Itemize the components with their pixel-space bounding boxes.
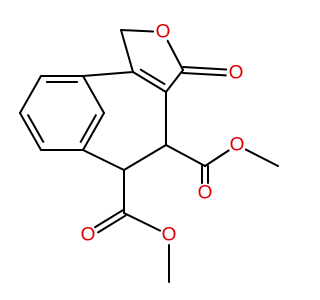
double-bond-inner — [27, 114, 45, 143]
single-bond — [204, 149, 230, 167]
single-bond — [123, 212, 162, 232]
oxygen-atom-label: O — [229, 63, 244, 84]
double-bond — [97, 214, 127, 234]
oxygen-atom-label: O — [81, 225, 96, 246]
oxygen-atom-label: O — [230, 135, 245, 156]
single-bond — [132, 71, 167, 93]
single-bond — [82, 112, 105, 151]
single-bond — [120, 29, 155, 33]
oxygen-atom-label: O — [162, 225, 177, 246]
single-bond — [166, 39, 184, 71]
single-bond — [82, 75, 105, 114]
single-bond — [123, 144, 167, 171]
single-bond — [82, 149, 125, 171]
single-bond — [19, 75, 42, 114]
double-bond-inner — [79, 114, 97, 143]
single-bond — [165, 69, 184, 93]
oxygen-atom-label: O — [156, 22, 171, 43]
single-bond — [120, 29, 134, 73]
double-bond — [93, 209, 124, 229]
oxygen-atom-label: O — [198, 183, 213, 204]
single-bond — [82, 71, 134, 77]
double-bond-inner — [139, 68, 166, 86]
double-bond — [182, 66, 228, 71]
double-bond — [181, 71, 227, 77]
single-bond — [244, 148, 279, 167]
single-bond — [165, 144, 206, 167]
single-bond — [19, 112, 42, 151]
